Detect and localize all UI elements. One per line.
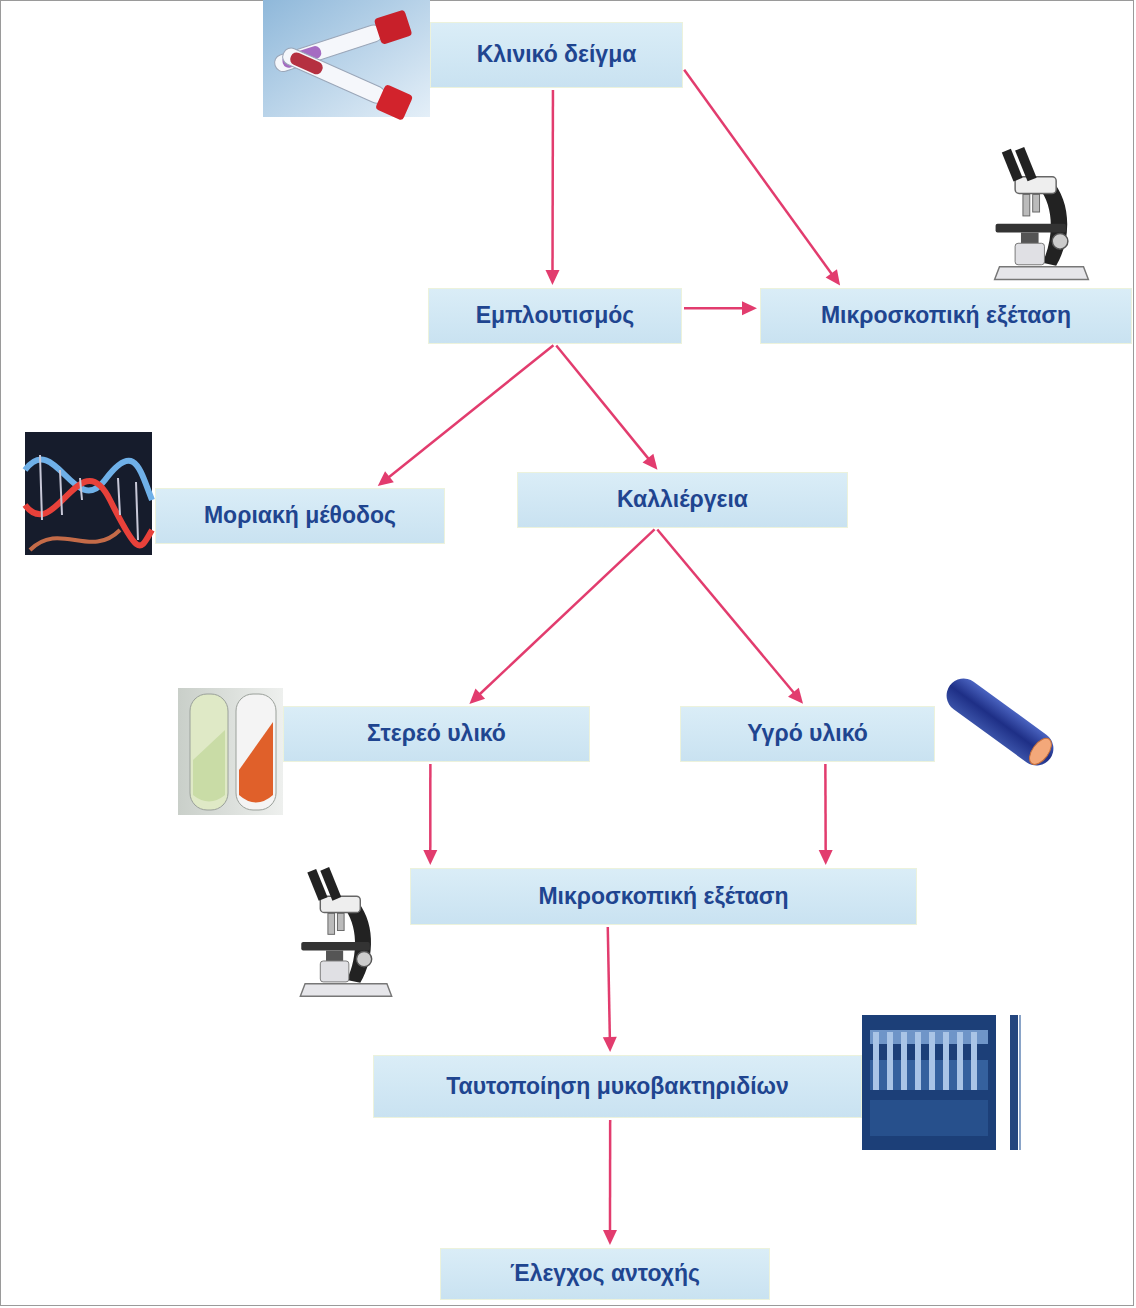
box-label: Υγρό υλικό (747, 720, 868, 748)
box-label: Έλεγχος αντοχής (510, 1260, 700, 1288)
process-box: Κλινικό δείγμα (430, 22, 683, 88)
arrow-connector (603, 1120, 617, 1245)
process-box: Εμπλουτισμός (428, 288, 682, 344)
arrow-connector (603, 927, 617, 1052)
box-label: Μικροσκοπική εξέταση (821, 302, 1071, 330)
arrow-head (423, 850, 437, 865)
box-label: Κλινικό δείγμα (477, 41, 637, 69)
box-label: Καλλιέργεια (617, 486, 748, 514)
arrow-head (603, 1230, 617, 1245)
arrow-connector (819, 764, 833, 865)
connector-line (429, 764, 432, 852)
arrow-head (819, 850, 833, 865)
process-box: Μοριακή μέθοδος (155, 488, 445, 544)
arrow-connector (556, 346, 657, 470)
connector-line (684, 307, 744, 310)
culture-tubes-photo (178, 688, 283, 815)
box-label: Στερεό υλικό (367, 720, 506, 748)
arrow-head (603, 1037, 617, 1052)
microscope-photo (284, 862, 408, 1000)
process-box: Ταυτοποίηση μυκοβακτηριδίων (373, 1055, 862, 1118)
connector-line (551, 90, 554, 272)
arrow-connector (469, 529, 654, 704)
microscope-photo (978, 142, 1105, 284)
connector-line (609, 1120, 612, 1232)
arrow-head (546, 270, 560, 285)
connector-line (657, 530, 794, 694)
process-box: Στερεό υλικό (283, 706, 590, 762)
process-box: Μικροσκοπική εξέταση (410, 868, 917, 925)
connector-line (479, 529, 655, 695)
arrow-head (826, 269, 840, 285)
dna-photo (25, 432, 152, 555)
connector-line (684, 70, 832, 275)
test-tubes-photo (263, 0, 430, 121)
process-box: Μικροσκοπική εξέταση (760, 288, 1132, 344)
box-label: Μοριακή μέθοδος (204, 502, 396, 530)
process-box: Καλλιέργεια (517, 472, 848, 528)
arrow-connector (423, 764, 437, 865)
arrow-head (643, 454, 658, 470)
box-label: Ταυτοποίηση μυκοβακτηριδίων (446, 1073, 789, 1101)
arrow-connector (684, 70, 840, 286)
arrow-connector (657, 530, 803, 704)
box-label: Μικροσκοπική εξέταση (538, 883, 788, 911)
arrow-connector (546, 90, 560, 285)
connector-line (608, 927, 610, 1039)
connector-line (556, 346, 649, 460)
connector-line (388, 345, 554, 478)
arrow-head (742, 301, 757, 315)
arrow-head (788, 688, 803, 704)
box-label: Εμπλουτισμός (476, 302, 635, 330)
process-box: Έλεγχος αντοχής (440, 1248, 770, 1300)
process-box: Υγρό υλικό (680, 706, 935, 762)
connector-line (824, 764, 827, 852)
arrow-connector (378, 345, 554, 486)
arrow-head (378, 471, 394, 486)
arrow-head (469, 689, 485, 704)
tube-rack-photo (862, 1015, 1021, 1150)
arrow-connector (684, 301, 757, 315)
liquid-tube-photo (940, 672, 1060, 772)
